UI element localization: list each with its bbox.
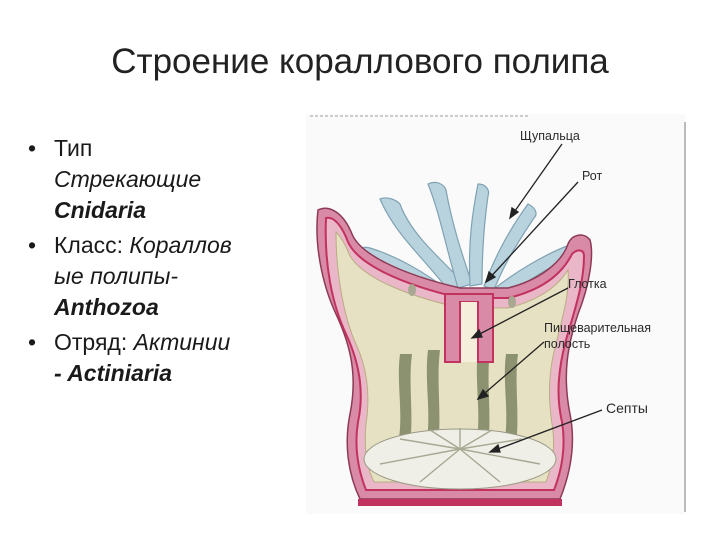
bullet-order-value: Актинии	[133, 329, 231, 355]
bullet-class-prefix: Класс:	[54, 232, 130, 258]
tentacle	[483, 203, 537, 291]
bullet-class-line-3: Anthozoa	[54, 294, 159, 320]
septum	[398, 354, 412, 444]
base-septum-line	[399, 438, 461, 450]
bullet-dot: •	[28, 232, 37, 258]
tentacle	[379, 197, 466, 293]
tentacle	[468, 183, 490, 287]
base-septum-line	[419, 448, 461, 483]
label-pharynx: Глотка	[568, 277, 607, 291]
bullet-class-line-2: ые полипы-	[54, 263, 179, 289]
bullet-order: • Отряд: Актинии - Actiniaria	[28, 327, 288, 389]
arrowhead	[509, 206, 520, 220]
pointer-tentacles	[509, 143, 563, 219]
pharynx-opening	[461, 302, 477, 362]
bullet-order-line-2: - Actiniaria	[54, 360, 173, 386]
label-septa: Септы	[606, 400, 648, 416]
septa	[398, 350, 518, 446]
pharynx	[444, 293, 494, 363]
bullet-dot: •	[28, 135, 37, 161]
pore	[408, 284, 416, 296]
label-cavity-line-1: Пищеварительная	[544, 321, 651, 335]
pointer-septa	[489, 409, 603, 453]
bullet-class: • Класс: Кораллов ые полипы- Anthozoa	[28, 230, 288, 323]
arrowhead	[484, 270, 497, 284]
slide-title: Строение кораллового полипа	[111, 42, 609, 81]
polyp-diagram: Щупальца Рот Глотка Пищеварительная поло…	[306, 114, 686, 514]
arrowhead	[488, 443, 501, 453]
label-tentacles: Щупальца	[520, 129, 580, 143]
pointer-cavity	[477, 341, 545, 400]
bullet-type-line-1: Тип	[54, 135, 93, 161]
base-septum-line	[459, 438, 523, 450]
bullet-dot: •	[28, 329, 37, 355]
bullet-class-line-1: Класс: Кораллов	[54, 230, 288, 261]
pore	[508, 296, 516, 308]
base-septa	[379, 428, 541, 483]
pointer-lines	[470, 143, 603, 453]
base-septum-line	[459, 448, 501, 483]
septum	[504, 354, 518, 444]
label-mouth: Рот	[582, 169, 602, 183]
bullet-type-line-3: Cnidaria	[54, 197, 147, 223]
bullet-order-line-1: Отряд: Актинии	[54, 327, 288, 358]
label-cavity-line-2: полость	[544, 337, 590, 351]
bullet-type: • Тип Стрекающие Cnidaria	[28, 133, 288, 226]
base-septum-line	[429, 429, 461, 450]
bullet-type-line-2: Стрекающие	[54, 166, 202, 192]
septum	[426, 350, 440, 446]
arrowhead	[470, 328, 483, 339]
tentacle	[427, 181, 473, 289]
base-septum-line	[459, 448, 541, 465]
base-septum-line	[459, 429, 493, 450]
pointer-pharynx	[471, 287, 569, 339]
base-plate	[358, 499, 562, 506]
base-septum-line	[379, 448, 461, 465]
pointer-mouth	[485, 181, 579, 283]
bullet-list: • Тип Стрекающие Cnidaria • Класс: Корал…	[28, 133, 288, 393]
arrowhead	[476, 388, 490, 401]
bullet-class-value: Кораллов	[129, 232, 232, 258]
bullet-order-prefix: Отряд:	[54, 329, 134, 355]
